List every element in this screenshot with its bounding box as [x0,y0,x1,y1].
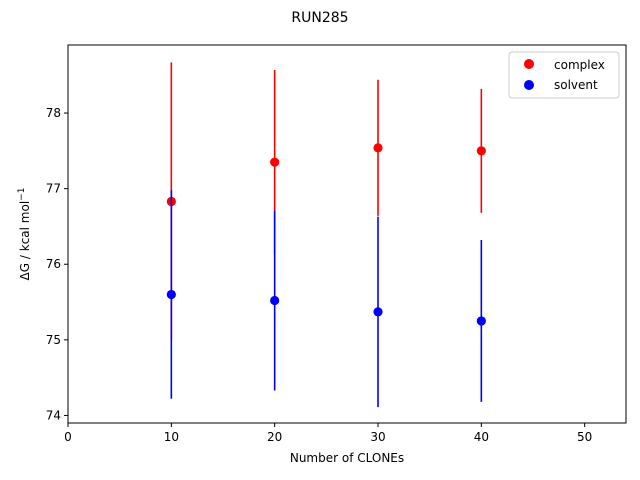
y-axis-label-superscript: −1 [17,188,27,201]
plot-frame [67,44,627,424]
y-axis-label-main: ΔG / kcal mol [18,201,32,281]
x-tick-label: 40 [474,430,489,444]
chart-title: RUN285 [291,10,348,26]
x-tick-label: 30 [370,430,385,444]
y-tick-label: 74 [46,408,61,422]
legend-label-complex: complex [554,58,605,72]
solvent-point [166,289,176,300]
x-axis: 0 10 20 30 40 50 [64,423,592,444]
y-tick-label: 78 [46,106,61,120]
x-axis-label: Number of CLONEs [290,451,404,465]
series-layer [166,62,486,408]
y-tick-label: 76 [46,257,61,271]
series-solvent [166,190,486,408]
solvent-point [270,295,280,306]
complex-point [476,146,486,156]
y-tick-label: 77 [46,182,61,196]
series-complex [166,62,486,341]
x-tick-label: 0 [64,430,72,444]
x-tick-label: 20 [267,430,282,444]
legend-marker-solvent [524,80,534,90]
legend-label-solvent: solvent [554,78,598,92]
legend-box [508,51,620,99]
y-tick-label: 75 [46,333,61,347]
legend-marker-complex [524,59,534,69]
complex-point [270,157,280,167]
solvent-point [373,307,383,317]
legend: complex solvent [508,51,620,99]
y-axis: 74 75 76 77 78 [46,106,68,422]
x-tick-label: 10 [164,430,179,444]
x-tick-label: 50 [577,430,592,444]
y-axis-label: ΔG / kcal mol−1 [17,188,32,281]
complex-point [373,143,383,153]
solvent-point [476,316,486,326]
